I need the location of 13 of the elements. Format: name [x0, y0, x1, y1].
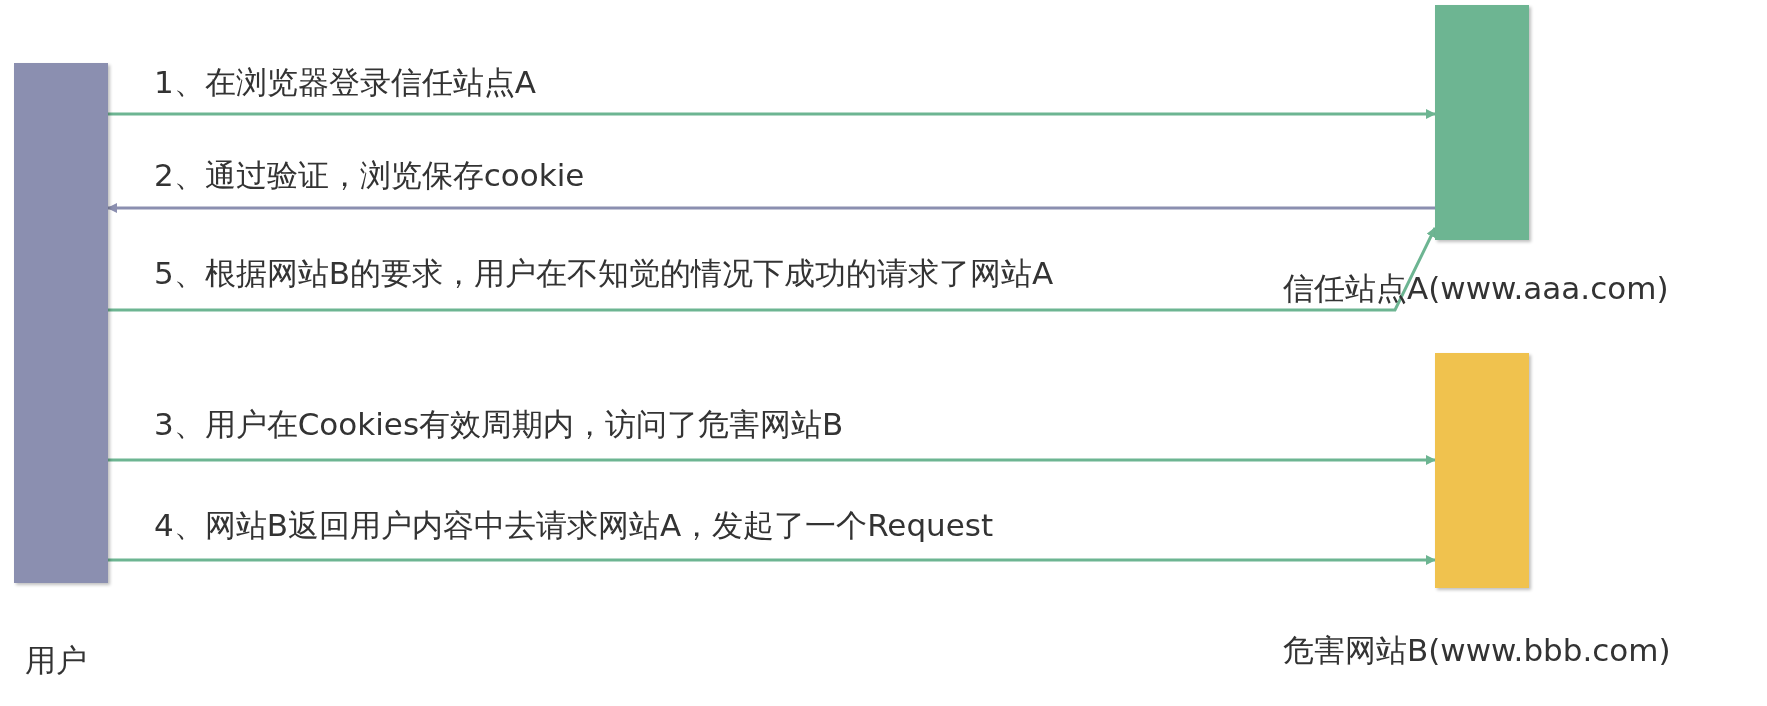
arrow — [108, 109, 1436, 119]
node-label: 用户 — [25, 641, 87, 680]
arrow — [108, 455, 1436, 465]
node-label: 危害网站B(www.bbb.com) — [1283, 631, 1671, 670]
edge-label: 3、用户在Cookies有效周期内，访问了危害网站B — [154, 406, 844, 442]
edge-label: 5、根据网站B的要求，用户在不知觉的情况下成功的请求了网站A — [154, 255, 1054, 291]
arrow — [107, 203, 1435, 213]
arrow — [108, 555, 1436, 565]
edge-label: 4、网站B返回用户内容中去请求网站A，发起了一个Request — [154, 507, 994, 543]
edge-label: 2、通过验证，浏览保存cookie — [154, 157, 585, 193]
edge-label: 1、在浏览器登录信任站点A — [154, 64, 536, 100]
arrow — [108, 227, 1437, 312]
node-label: 信任站点A(www.aaa.com) — [1283, 269, 1669, 308]
